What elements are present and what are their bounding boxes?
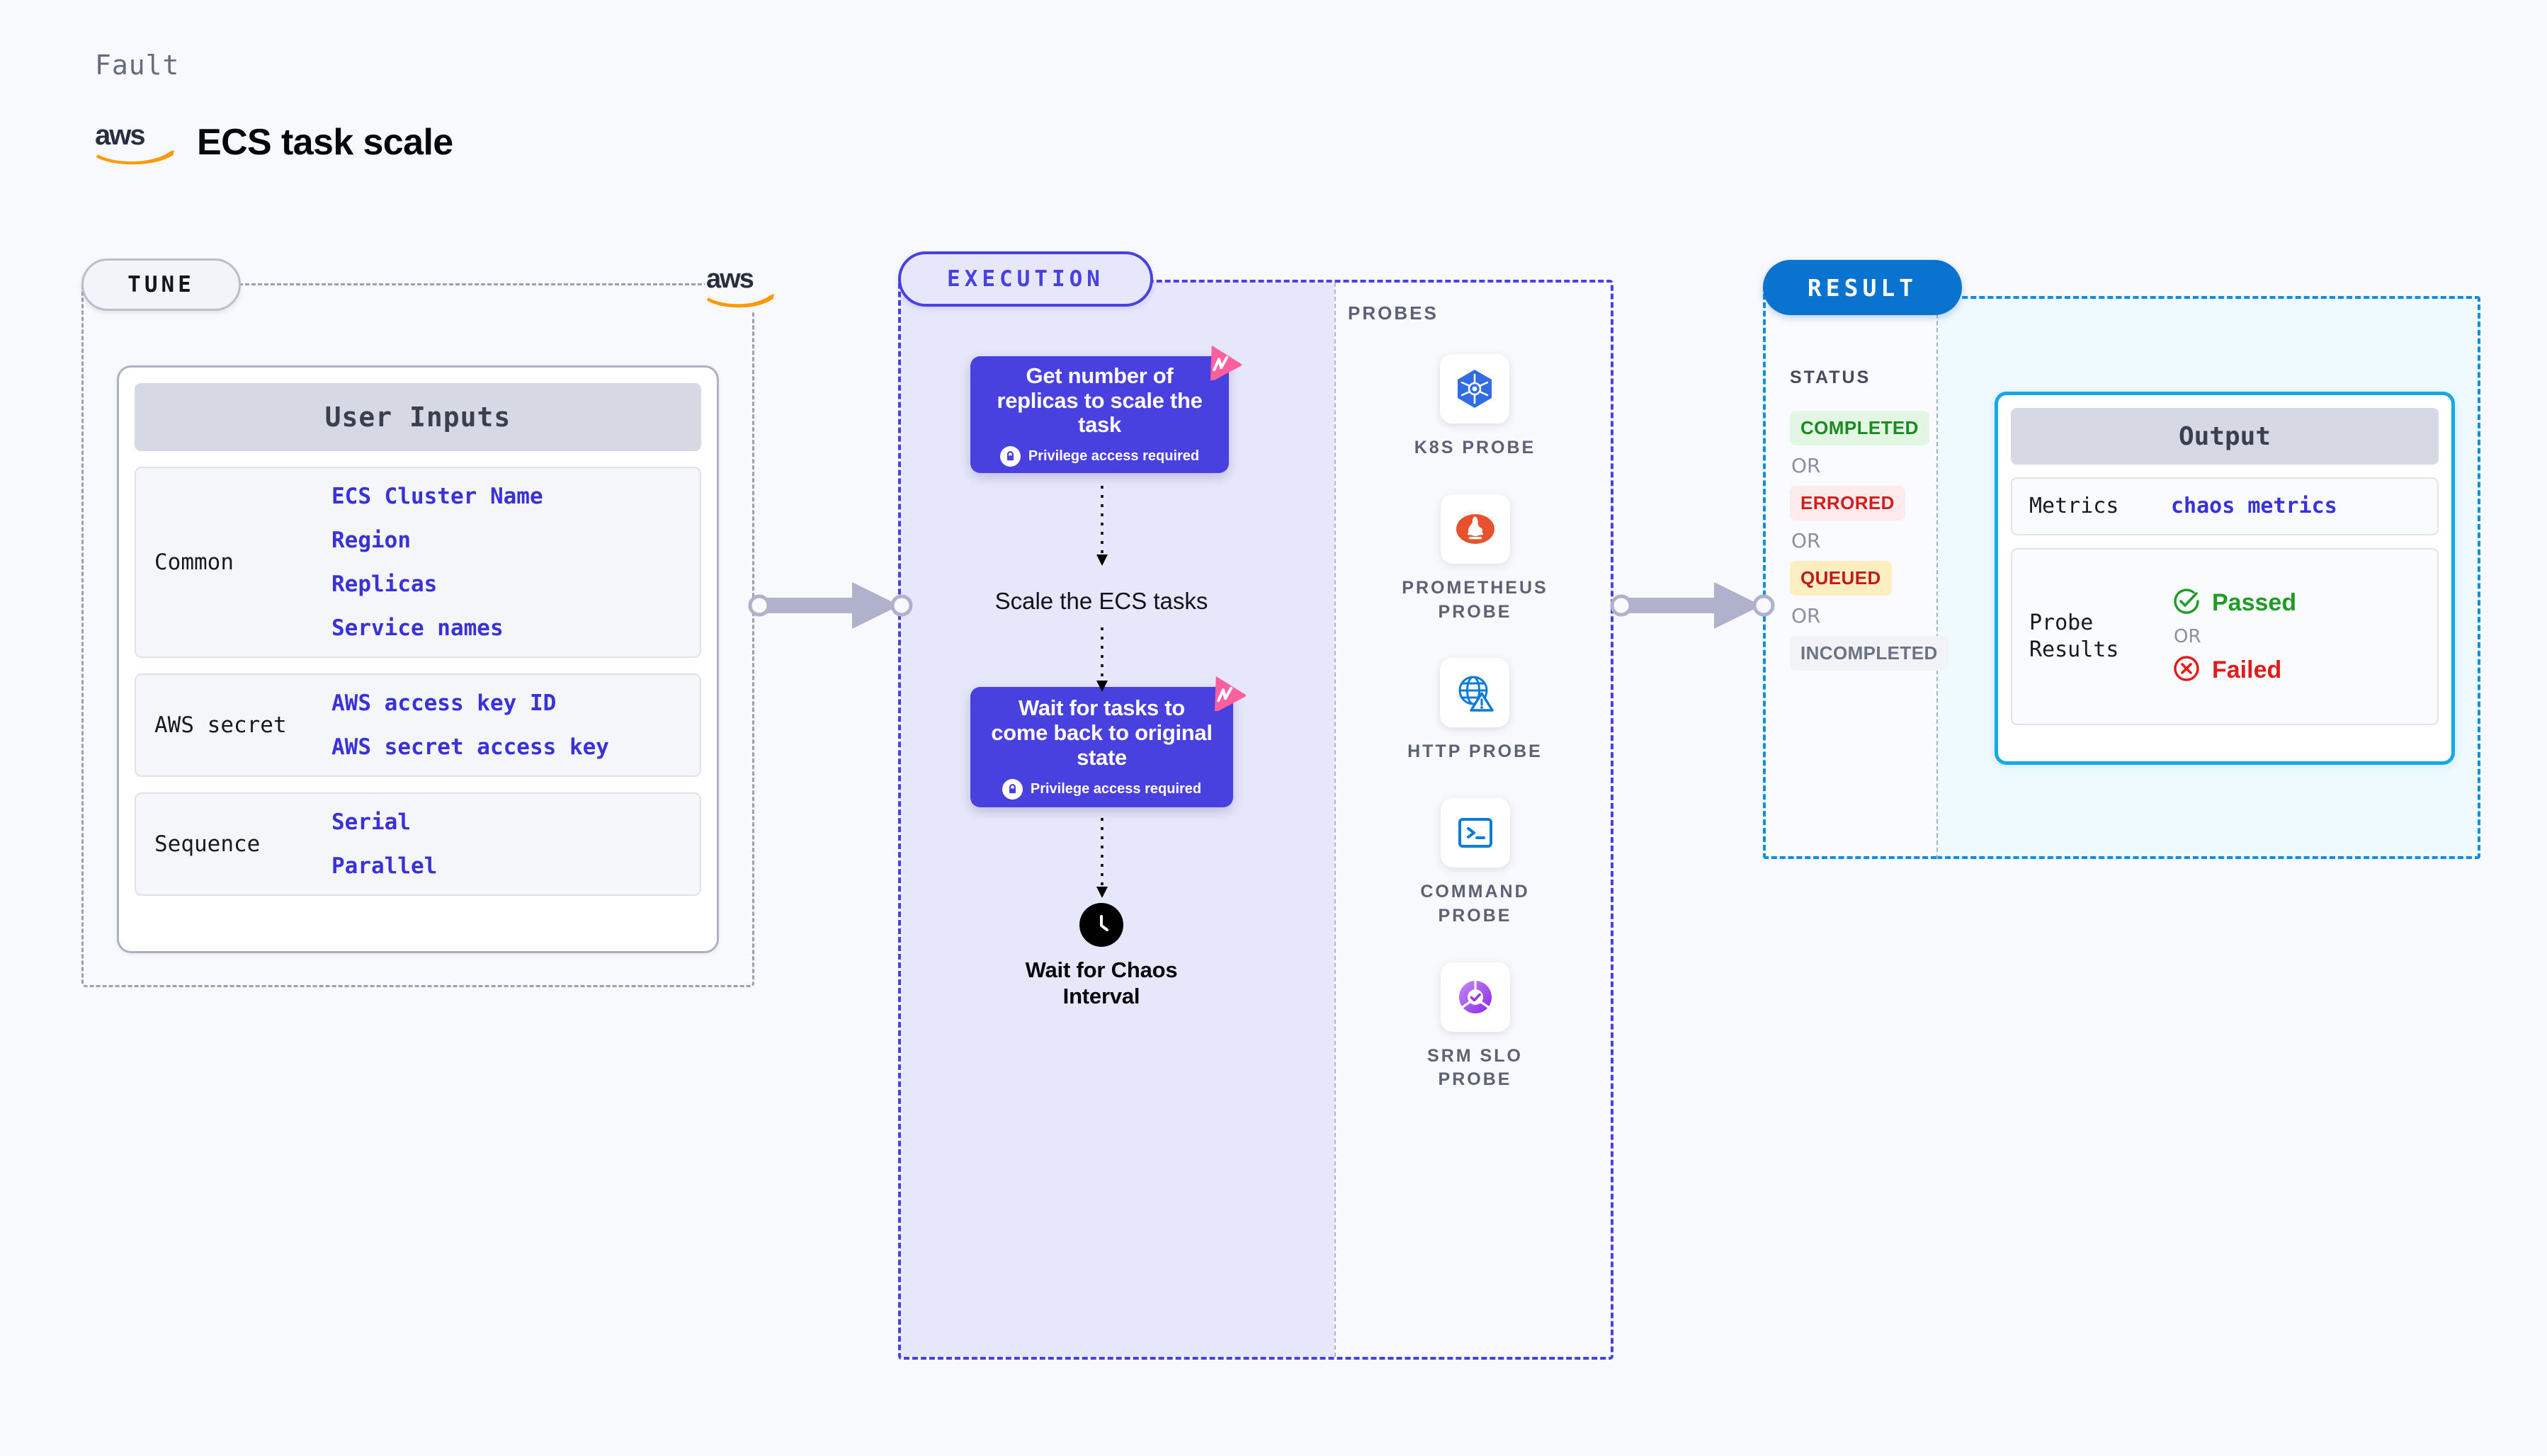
privilege-row: Privilege access required xyxy=(999,446,1200,467)
probe-label: COMMAND PROBE xyxy=(1420,882,1530,926)
probe-result-label: Failed xyxy=(2212,656,2282,683)
probes-divider xyxy=(1334,283,1336,1357)
connector-execution-to-result xyxy=(1609,567,1776,648)
aws-logo-icon: aws xyxy=(93,119,178,166)
privilege-row: Privilege access required xyxy=(1002,778,1202,800)
param-value[interactable]: Region xyxy=(331,528,411,553)
user-inputs-card: User Inputs Common ECS Cluster Name Regi… xyxy=(117,365,719,953)
probe-result-stack: Passed OR Failed xyxy=(2171,586,2296,688)
probe-item-srm-slo[interactable]: SRM SLO PROBE xyxy=(1394,962,1557,1093)
lock-icon xyxy=(1002,778,1023,800)
connector-tune-to-execution xyxy=(747,567,914,648)
prometheus-icon xyxy=(1440,494,1510,564)
output-header: Output xyxy=(2011,408,2439,465)
output-metrics-value[interactable]: chaos metrics xyxy=(2171,494,2337,519)
param-group-name: AWS secret xyxy=(154,712,287,738)
probe-item-prometheus[interactable]: PROMETHEUS PROBE xyxy=(1394,494,1557,625)
result-badge: RESULT xyxy=(1763,260,1962,315)
execution-card-wait-original-state[interactable]: Wait for tasks to come back to original … xyxy=(970,687,1233,807)
privilege-text: Privilege access required xyxy=(1030,780,1202,797)
flow-arrow-1 xyxy=(1087,486,1117,574)
litmus-flag-icon xyxy=(1202,671,1247,713)
terminal-icon xyxy=(1440,798,1510,868)
execution-step-label: Scale the ECS tasks xyxy=(994,588,1208,614)
probe-result-or: OR xyxy=(2174,625,2201,647)
execution-card-get-replicas[interactable]: Get number of replicas to scale the task… xyxy=(970,356,1229,473)
output-card: Output Metrics chaos metrics Probe Resul… xyxy=(1995,392,2455,765)
flow-arrow-3 xyxy=(1087,818,1117,906)
status-or: OR xyxy=(1791,529,1821,552)
probe-result-passed: Passed xyxy=(2171,586,2296,620)
status-or: OR xyxy=(1791,454,1821,477)
param-value[interactable]: Parallel xyxy=(331,853,438,879)
param-group-aws-secret: AWS secret AWS access key ID AWS secret … xyxy=(135,673,701,777)
execution-card-title: Get number of replicas to scale the task xyxy=(997,363,1203,438)
svg-text:aws: aws xyxy=(95,120,144,151)
lock-icon xyxy=(999,446,1021,467)
param-group-name: Common xyxy=(154,550,234,575)
probe-list: K8S PROBE PROMETHEUS PROBE xyxy=(1346,354,1604,1092)
wait-label: Wait for Chaos Interval xyxy=(1025,957,1178,1009)
aws-corner-logo-icon: aws xyxy=(705,261,777,310)
status-label: STATUS xyxy=(1790,368,1871,387)
param-value-list: Serial Parallel xyxy=(331,809,437,879)
status-badge: COMPLETED xyxy=(1790,411,1929,445)
execution-badge: EXECUTION xyxy=(898,251,1153,307)
probe-label: SRM SLO PROBE xyxy=(1427,1045,1523,1090)
flow-arrow-2 xyxy=(1087,627,1117,702)
http-globe-warning-icon xyxy=(1440,658,1510,728)
param-value[interactable]: AWS secret access key xyxy=(331,734,609,760)
probe-label: K8S PROBE xyxy=(1414,438,1536,457)
status-list: COMPLETED OR ERRORED OR QUEUED OR INCOMP… xyxy=(1790,411,1948,671)
param-group-common: Common ECS Cluster Name Region Replicas … xyxy=(135,467,701,658)
probe-item-command[interactable]: COMMAND PROBE xyxy=(1394,798,1557,928)
tune-badge: TUNE xyxy=(81,258,241,311)
param-group-name: Sequence xyxy=(154,831,261,857)
status-or: OR xyxy=(1791,604,1821,627)
param-value[interactable]: ECS Cluster Name xyxy=(331,484,543,509)
status-badge: QUEUED xyxy=(1790,561,1892,596)
privilege-text: Privilege access required xyxy=(1028,448,1200,465)
srm-slo-icon xyxy=(1440,962,1510,1032)
execution-card-title: Wait for tasks to come back to original … xyxy=(991,695,1213,770)
output-key: Metrics xyxy=(2029,494,2119,518)
tune-region xyxy=(81,283,754,987)
param-value[interactable]: Serial xyxy=(331,809,411,835)
page-title: ECS task scale xyxy=(197,122,453,163)
output-row-metrics: Metrics chaos metrics xyxy=(2011,477,2439,535)
svg-text:aws: aws xyxy=(706,264,754,294)
output-key: Probe Results xyxy=(2029,610,2119,662)
param-group-sequence: Sequence Serial Parallel xyxy=(135,792,701,896)
probe-result-label: Passed xyxy=(2212,588,2297,616)
status-badge: INCOMPLETED xyxy=(1790,636,1948,671)
param-value[interactable]: AWS access key ID xyxy=(331,690,557,716)
probe-label: HTTP PROBE xyxy=(1407,741,1543,762)
kubernetes-icon xyxy=(1440,354,1510,423)
result-status-divider xyxy=(1936,285,1938,859)
wait-for-chaos-interval: Wait for Chaos Interval xyxy=(1013,903,1190,1009)
probe-item-k8s[interactable]: K8S PROBE xyxy=(1414,354,1536,460)
x-circle-icon xyxy=(2171,653,2202,688)
litmus-flag-icon xyxy=(1198,341,1243,382)
user-inputs-header: User Inputs xyxy=(135,383,701,451)
param-value[interactable]: Replicas xyxy=(331,571,438,597)
execution-region xyxy=(898,280,1613,1360)
param-value-list: AWS access key ID AWS secret access key xyxy=(331,690,609,760)
fault-title-row: aws ECS task scale xyxy=(93,119,453,166)
probe-result-failed: Failed xyxy=(2171,653,2296,688)
status-badge: ERRORED xyxy=(1790,486,1905,521)
param-value-list: ECS Cluster Name Region Replicas Service… xyxy=(331,484,543,641)
check-circle-icon xyxy=(2171,586,2202,620)
clock-icon xyxy=(1079,903,1123,947)
probe-item-http[interactable]: HTTP PROBE xyxy=(1407,658,1543,764)
output-row-probe-results: Probe Results Passed OR xyxy=(2011,547,2439,725)
probe-label: PROMETHEUS PROBE xyxy=(1402,577,1548,622)
fault-kicker: Fault xyxy=(95,50,180,81)
param-value[interactable]: Service names xyxy=(331,615,504,641)
probes-label: PROBES xyxy=(1348,302,1439,324)
